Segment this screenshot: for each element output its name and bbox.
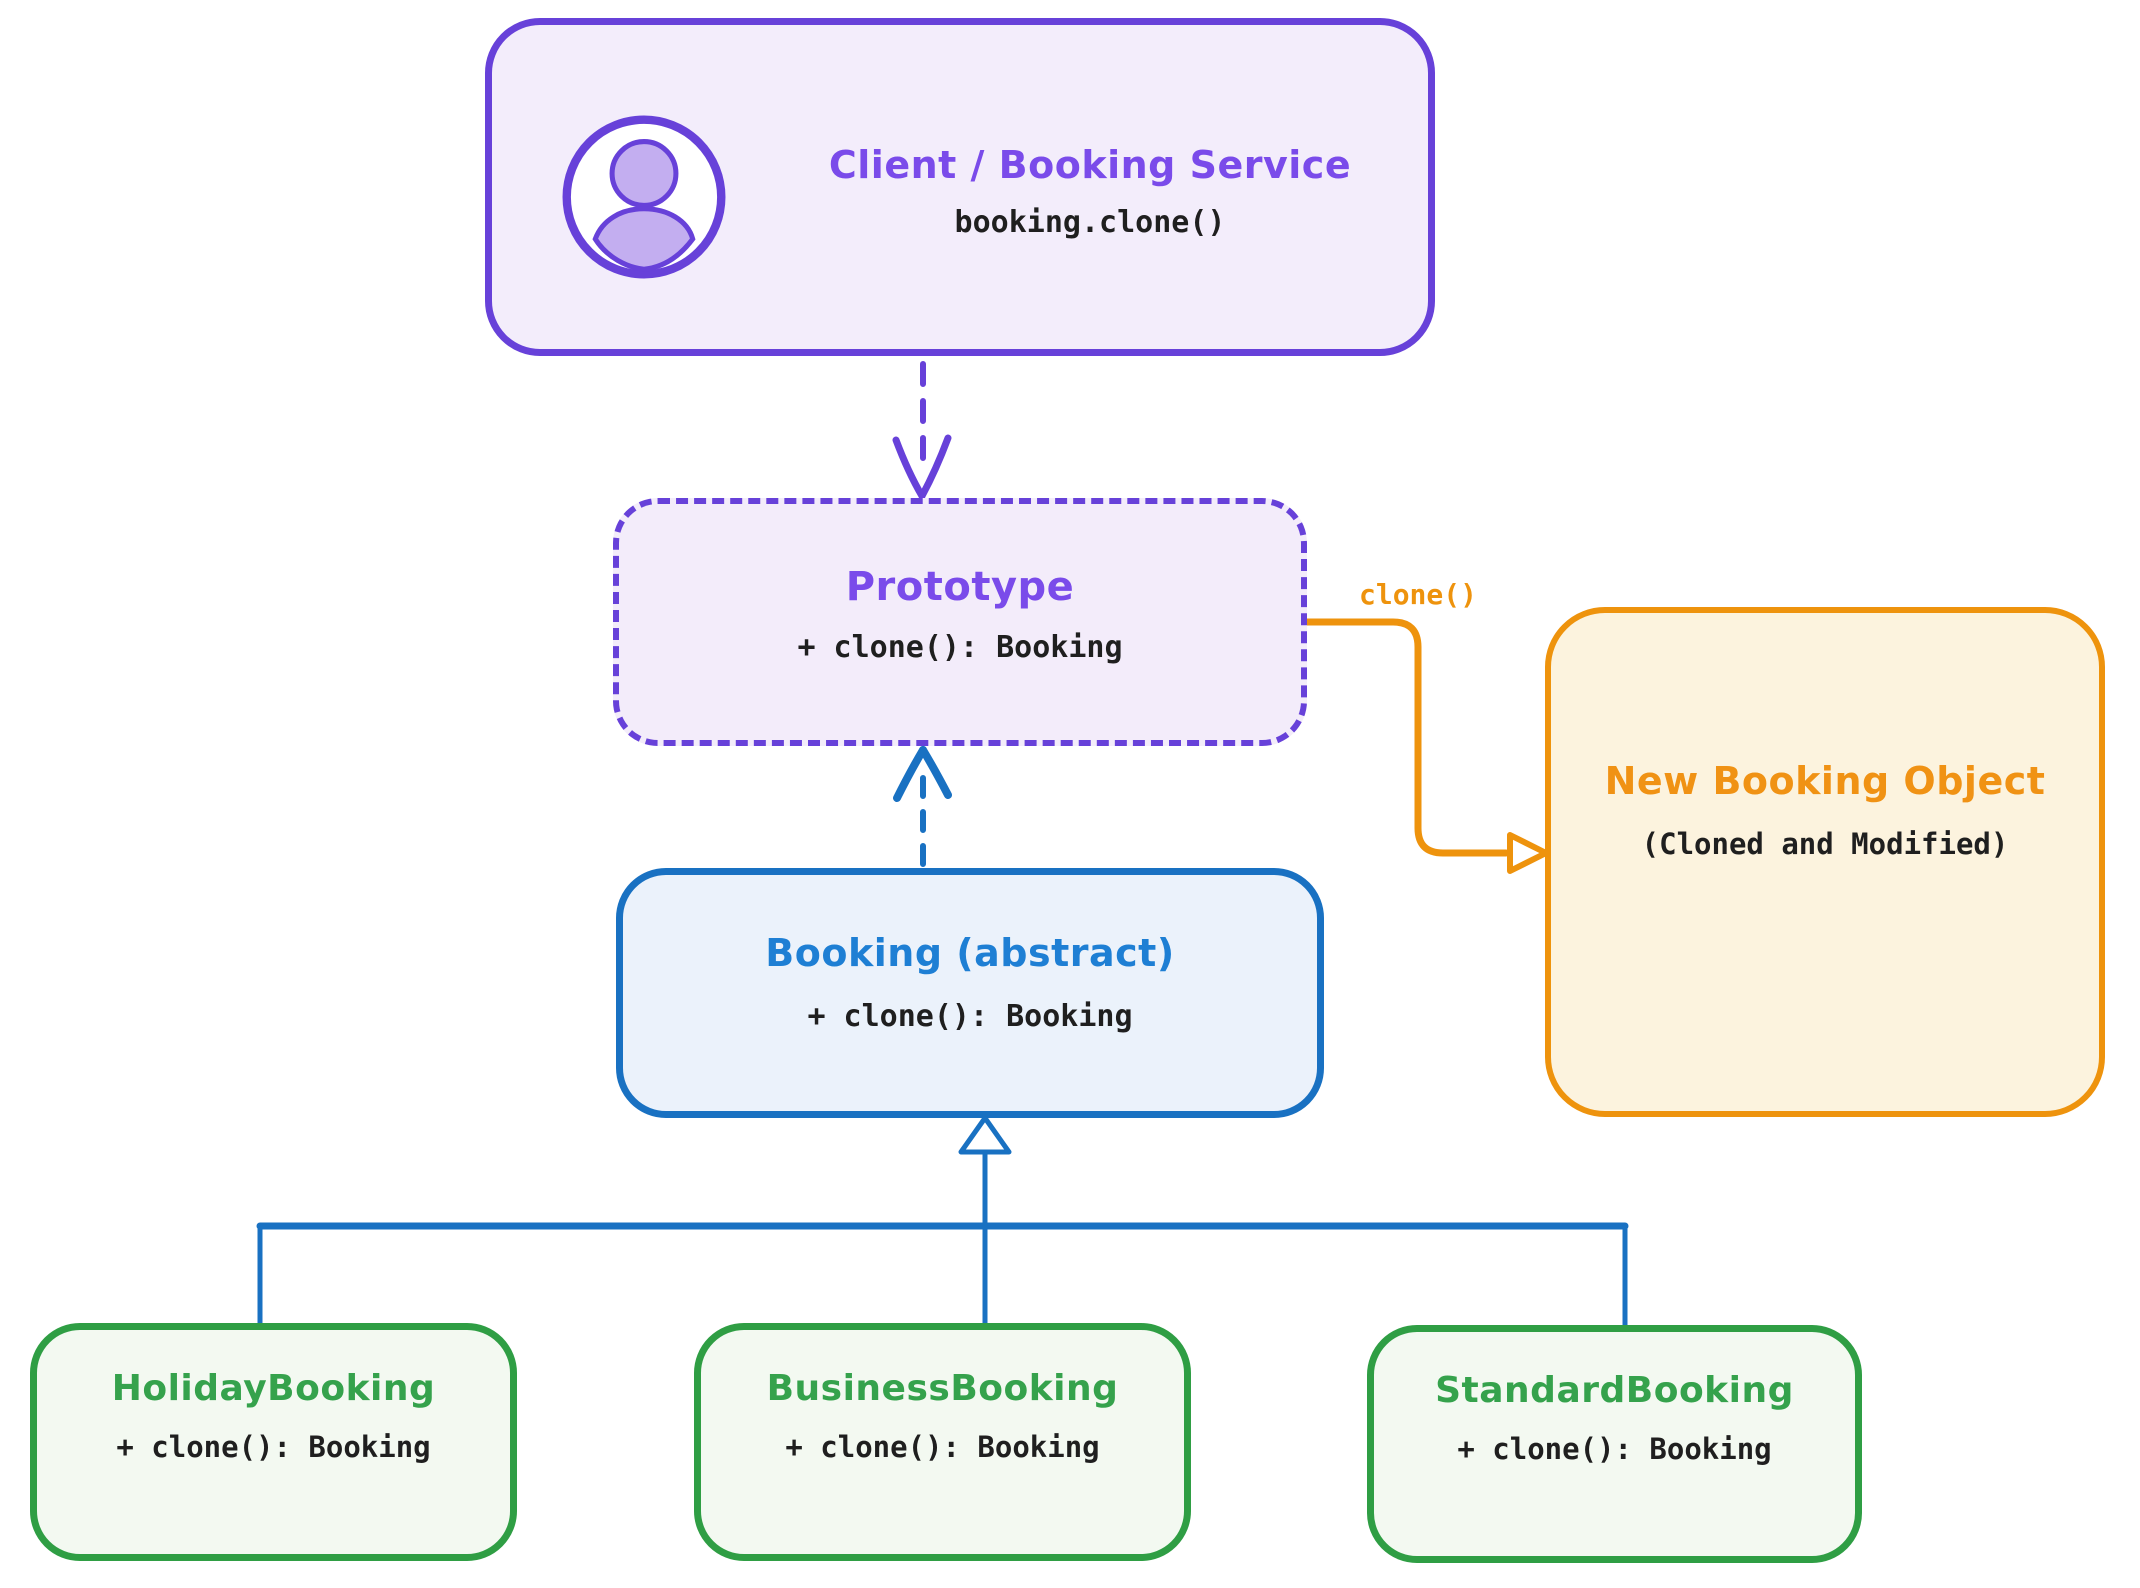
holiday-booking-title: HolidayBooking [111,1368,436,1409]
business-booking-node: BusinessBooking + clone(): Booking [694,1323,1191,1561]
prototype-to-newbooking-arrow [1303,618,1549,874]
business-booking-method: + clone(): Booking [785,1430,1100,1464]
business-booking-title: BusinessBooking [766,1368,1119,1409]
inheritance-triangle-arrowhead [958,1115,1012,1155]
client-node-title: Client / Booking Service [828,143,1352,187]
booking-node-title: Booking (abstract) [765,931,1175,975]
booking-node-method: + clone(): Booking [807,999,1133,1034]
clone-arrowhead [1507,832,1549,874]
inheritance-connector [256,1115,1629,1331]
user-avatar-icon [562,115,726,279]
standard-booking-title: StandardBooking [1435,1370,1794,1411]
client-node: Client / Booking Service booking.clone() [485,18,1435,356]
prototype-node: Prototype + clone(): Booking [613,498,1307,746]
client-node-subtitle: booking.clone() [954,205,1226,240]
standard-booking-method: + clone(): Booking [1457,1432,1772,1466]
holiday-booking-method: + clone(): Booking [116,1430,431,1464]
new-booking-subtitle: (Cloned and Modified) [1641,827,2009,861]
prototype-node-method: + clone(): Booking [797,630,1123,665]
new-booking-title: New Booking Object [1604,759,2046,803]
client-to-prototype-arrow [892,361,952,500]
booking-abstract-node: Booking (abstract) + clone(): Booking [616,868,1324,1118]
booking-to-prototype-arrow [893,746,952,867]
holiday-booking-node: HolidayBooking + clone(): Booking [30,1323,517,1561]
prototype-node-title: Prototype [845,564,1075,610]
clone-edge-label: clone() [1358,578,1477,611]
new-booking-object-node: New Booking Object (Cloned and Modified) [1545,607,2105,1117]
standard-booking-node: StandardBooking + clone(): Booking [1367,1325,1862,1563]
